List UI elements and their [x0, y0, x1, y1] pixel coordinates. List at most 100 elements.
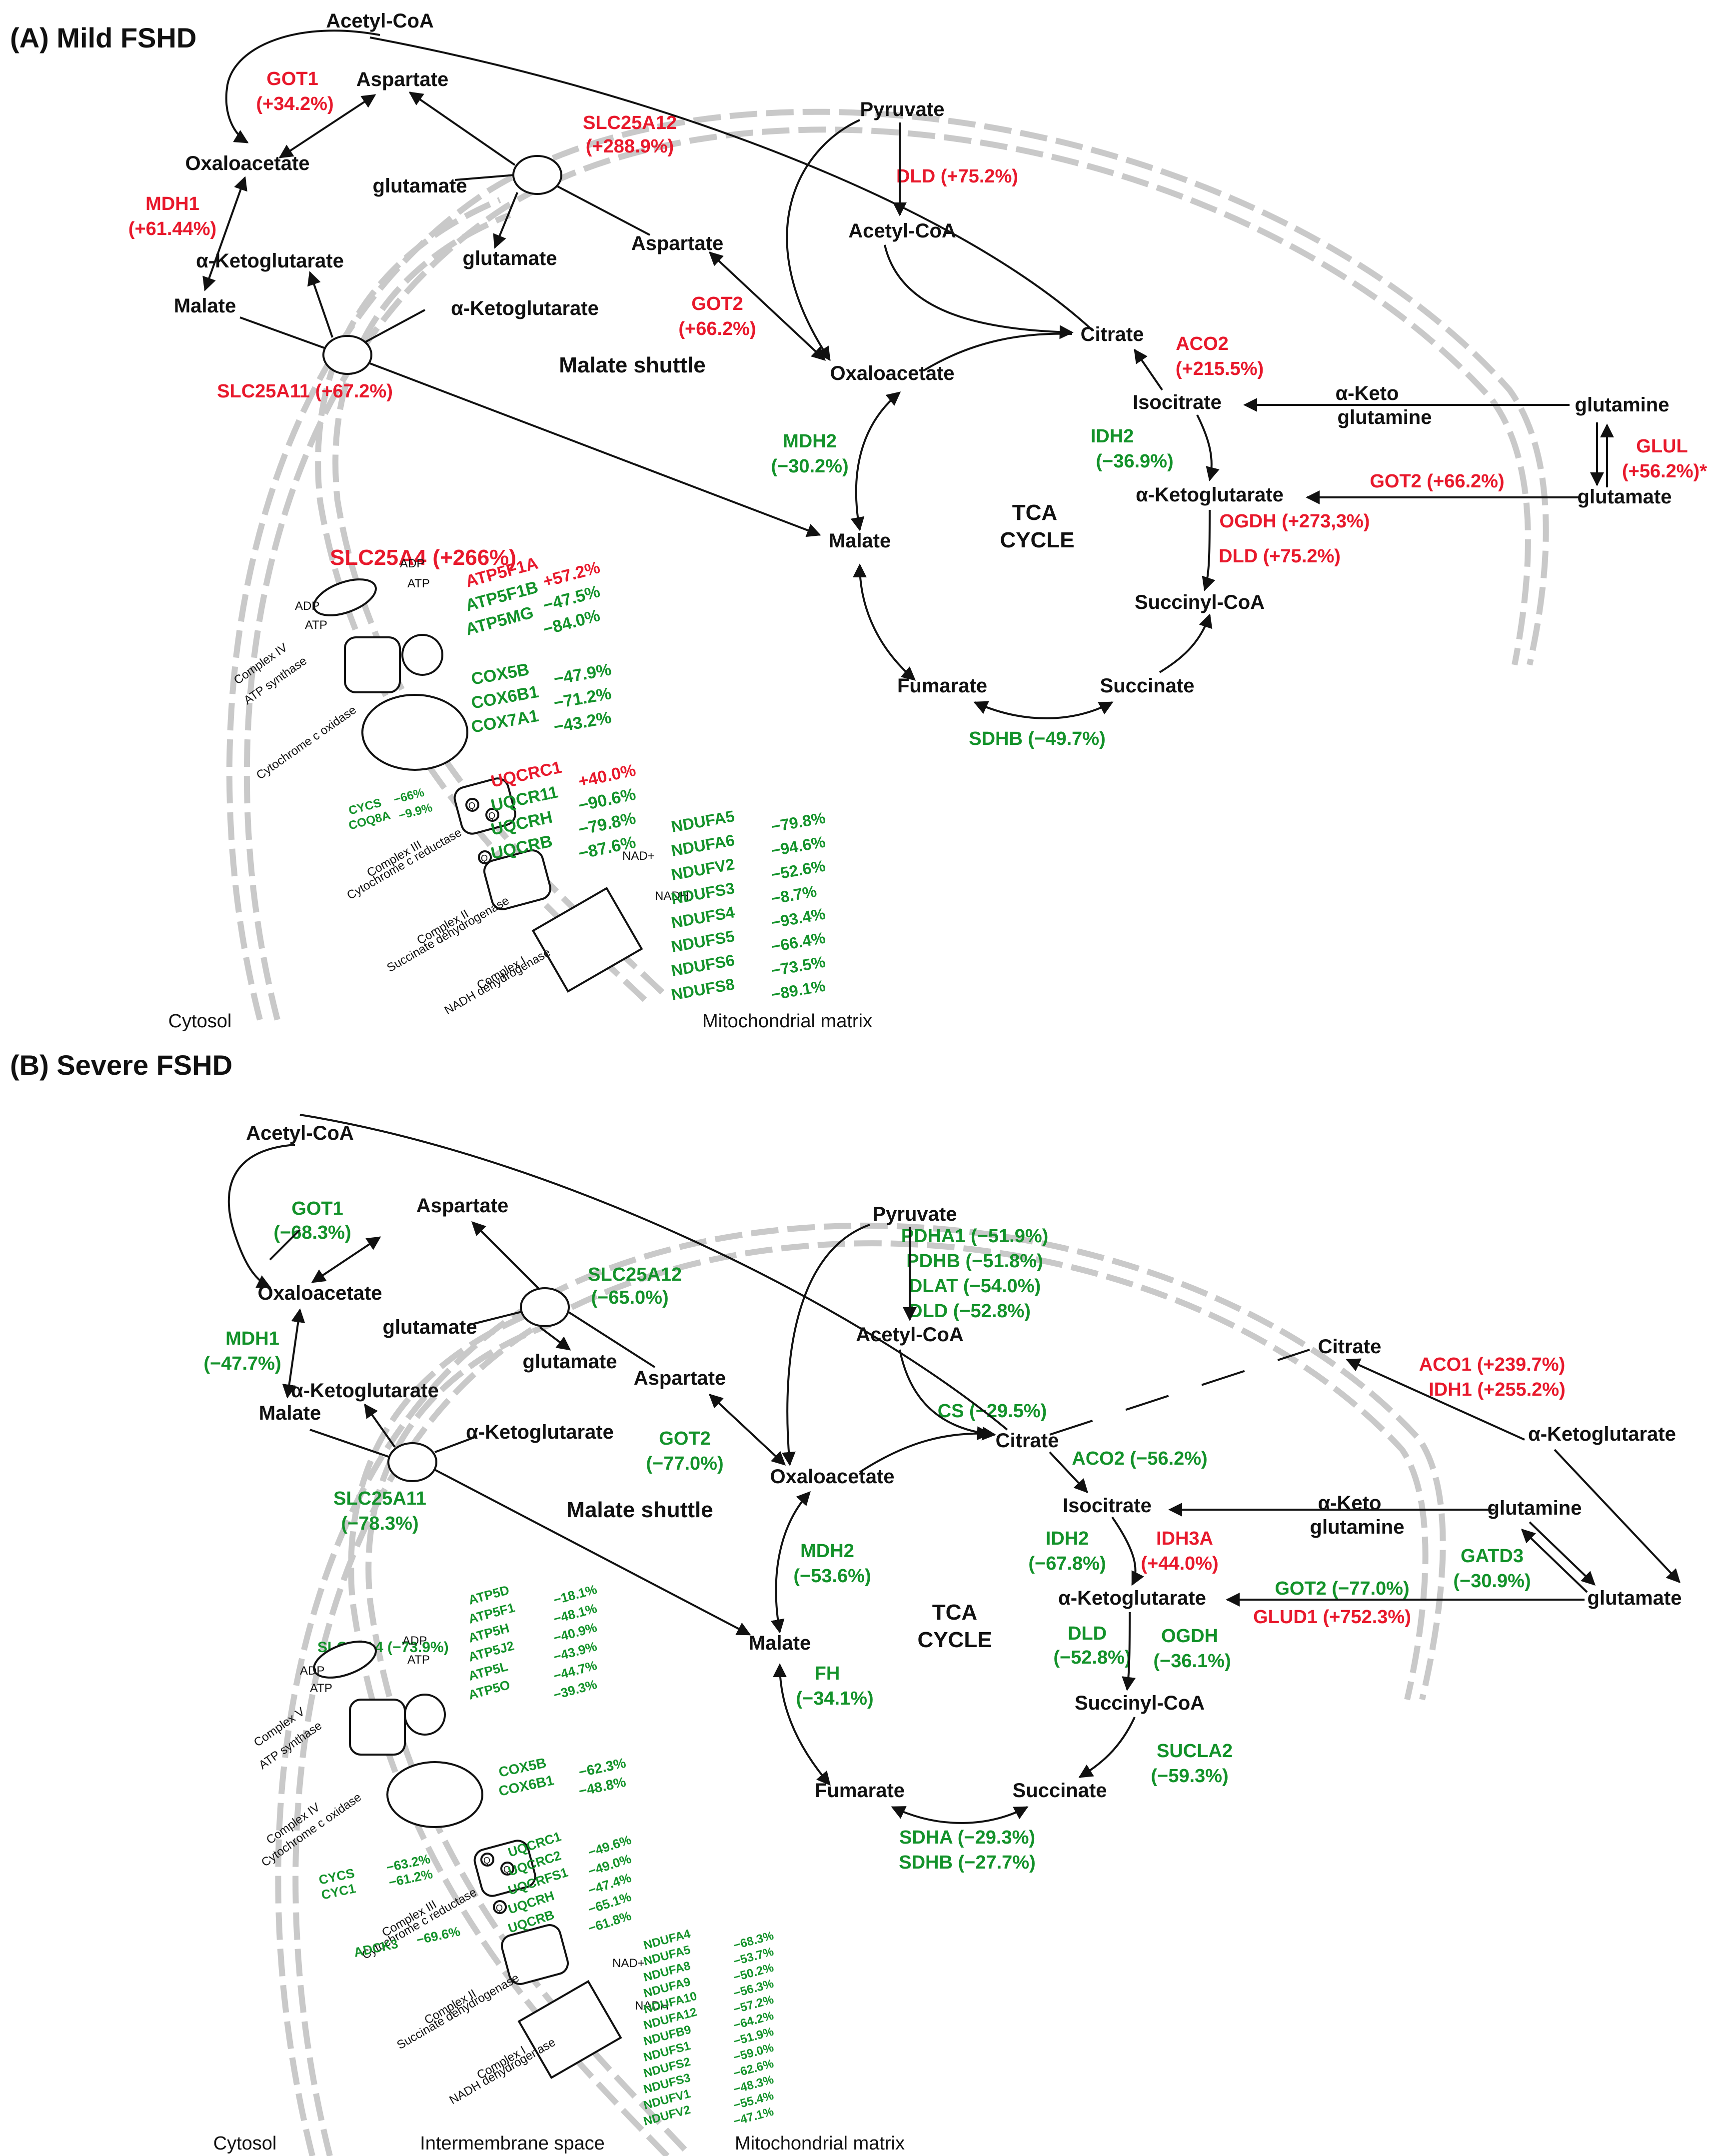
b-arrow-akg-mito [434, 1436, 475, 1453]
a-arrow-fum-mal [853, 563, 916, 681]
svg-text:NADH dehydrogenase: NADH dehydrogenase [447, 2036, 558, 2107]
b-arrow-oaa-citrate [859, 1426, 991, 1473]
b-sucla2-val: (−59.3%) [1151, 1766, 1228, 1787]
a-glutamate-cyto: glutamate [373, 175, 467, 197]
a-glul-val: (+56.2%)* [1622, 461, 1707, 482]
svg-text:Succinate dehydrogenase: Succinate dehydrogenase [395, 1971, 522, 2052]
b-aco2: ACO2 (−56.2%) [1072, 1448, 1207, 1469]
a-malate-shuttle: Malate shuttle [559, 353, 705, 377]
a-nduf-value-7: −89.1% [770, 976, 827, 1003]
b-arrow-got1 [269, 1229, 301, 1261]
a-arrow-mal-oaa [850, 391, 901, 531]
b-arrow-glu-mito [539, 1326, 571, 1351]
a-got2: GOT2 [691, 293, 743, 314]
a-arrow-akg-cyto [307, 271, 333, 338]
b-glutamate-right: glutamate [1588, 1587, 1682, 1609]
a-glutamate-mito: glutamate [463, 247, 557, 269]
a-isocitrate: Isocitrate [1133, 391, 1222, 413]
a-arrow-asp-oaa [708, 251, 826, 361]
a-aspartate-cyto: Aspartate [356, 68, 449, 90]
a-citrate: Citrate [1081, 323, 1144, 345]
b-arrow-asp-mito [564, 1309, 656, 1368]
a-nduf-gene-7: NDUFS8 [670, 975, 736, 1004]
b-got2-right: GOT2 (−77.0%) [1275, 1578, 1409, 1599]
a-arrow-succ-succinate [1159, 613, 1213, 673]
b-slc25a11-val: (−78.3%) [341, 1513, 418, 1534]
b-sdha: SDHA (−29.3%) [899, 1827, 1035, 1848]
b-akg-cyto: α-Ketoglutarate [291, 1380, 439, 1402]
b-fh: FH [815, 1663, 840, 1684]
b-arrow-acetyl-oaa [227, 1144, 295, 1288]
b-ogdh-val: (−36.1%) [1153, 1651, 1231, 1672]
svg-text:ADP: ADP [295, 599, 319, 613]
b-mdh1-val: (−47.7%) [203, 1353, 281, 1374]
a-arrow-asp-mito [554, 184, 650, 236]
a-mdh1: MDH1 [145, 193, 199, 214]
b-citrate: Citrate [996, 1430, 1059, 1452]
b-arrow-citrate-iso [1049, 1451, 1088, 1494]
a-akg-mito: α-Ketoglutarate [451, 297, 599, 319]
b-malate-mito: Malate [749, 1632, 811, 1654]
svg-text:ATP: ATP [407, 1653, 430, 1667]
b-aspartate-mito: Aspartate [634, 1367, 726, 1389]
b-arrow-asp-out [471, 1221, 543, 1293]
b-arrow-oaa-malate [282, 1308, 305, 1399]
a-arrow-fum-succ [973, 701, 1114, 719]
b-malate-shuttle: Malate shuttle [566, 1498, 713, 1522]
b-got1: GOT1 [291, 1198, 343, 1219]
svg-text:ADP: ADP [402, 1634, 427, 1648]
a-arrow-citrate-iso [1134, 348, 1163, 391]
a-acetylcoa-cyto: Acetyl-CoA [326, 10, 434, 32]
b-arrow-oaa-asp [311, 1236, 381, 1283]
svg-text:Succinate dehydrogenase: Succinate dehydrogenase [385, 894, 512, 975]
panel-b: (B) Severe FSHD Acetyl-CoA Aspartate Oxa… [10, 1049, 1682, 2156]
b-succinylcoa: Succinyl-CoA [1075, 1692, 1205, 1714]
svg-text:Q: Q [468, 801, 475, 811]
a-nduf-gene-3: NDUFS3 [670, 879, 736, 908]
a-arrow-glu-in [454, 174, 515, 181]
b-arrow-glu-in [469, 1309, 530, 1326]
b-pyruvate: Pyruvate [873, 1203, 957, 1225]
a-dld-tca: DLD (+75.2%) [1219, 546, 1341, 567]
svg-text:Q: Q [483, 1856, 490, 1866]
a-nduf-value-2: −52.6% [770, 856, 827, 883]
a-arrow-oaa-malate [202, 176, 247, 291]
b-mdh1: MDH1 [225, 1328, 279, 1349]
a-malate-mito: Malate [829, 530, 891, 552]
a-transporter-slc25a12 [512, 155, 562, 195]
svg-text:ADP: ADP [400, 557, 424, 570]
b-glutamate-cyto: glutamate [383, 1316, 477, 1338]
b-citrate-cyto: Citrate [1318, 1336, 1382, 1358]
b-oxaloacetate-mito: Oxaloacetate [770, 1466, 894, 1488]
a-arrow-oaa-citrate [924, 332, 1073, 371]
a-nduf-value-1: −94.6% [770, 832, 827, 859]
b-mdh2-val: (−53.6%) [793, 1566, 871, 1587]
a-succinate: Succinate [1100, 675, 1195, 697]
svg-text:NADH: NADH [655, 889, 689, 903]
b-arrow-citrate-export [1049, 1349, 1310, 1436]
b-ogdh: OGDH [1161, 1626, 1218, 1647]
svg-text:Q: Q [481, 853, 488, 863]
b-arrow-gln-glu [1529, 1521, 1596, 1586]
b-got2-val: (−77.0%) [646, 1453, 723, 1474]
svg-text:Cytochrome c reductase: Cytochrome c reductase [345, 826, 464, 902]
svg-text:ATP: ATP [305, 618, 327, 632]
a-idh2: IDH2 [1091, 426, 1134, 447]
b-dld-top: DLD (−52.8%) [909, 1301, 1031, 1322]
a-arrow-pyr-oaa [786, 119, 860, 361]
a-arrow-malate-in [239, 316, 330, 351]
b-isocitrate: Isocitrate [1063, 1495, 1152, 1517]
a-nduf-gene-1: NDUFA6 [670, 831, 736, 860]
a-acetylcoa-mito: Acetyl-CoA [848, 220, 956, 242]
b-idh2-val: (−67.8%) [1028, 1553, 1106, 1574]
b-got1-val: (−68.3%) [273, 1222, 351, 1243]
b-acetylcoa-mito: Acetyl-CoA [856, 1324, 964, 1346]
b-arrow-mal-oaa [770, 1491, 811, 1634]
a-arrow-oaa-asp [278, 94, 376, 158]
b-aketo-2: glutamine [1310, 1516, 1405, 1538]
b-fh-val: (−34.1%) [796, 1688, 873, 1709]
a-pyruvate: Pyruvate [860, 98, 945, 120]
a-aketo-1: α-Keto [1336, 382, 1399, 404]
b-arrow-malate-in [309, 1429, 390, 1458]
